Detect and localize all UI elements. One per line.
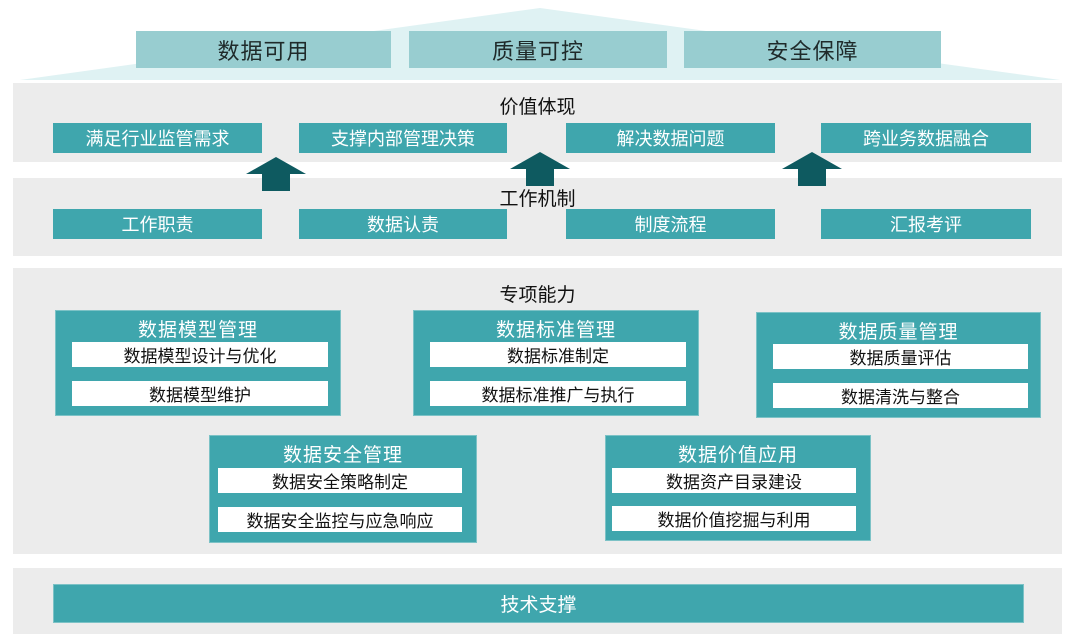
card-title: 数据模型管理: [137, 319, 258, 341]
card-item: 数据清洗与整合: [773, 383, 1028, 408]
card-item: 数据安全策略制定: [218, 468, 462, 493]
capability-card-standard: 数据标准管理 数据标准制定 数据标准推广与执行: [413, 310, 699, 416]
value-item: 满足行业监管需求: [53, 123, 262, 153]
card-item: 数据价值挖掘与利用: [612, 506, 856, 531]
mechanism-item: 制度流程: [566, 209, 775, 239]
pillar-data-available: 数据可用: [136, 31, 391, 68]
pillar-security-assurance: 安全保障: [684, 31, 941, 68]
capability-title: 专项能力: [499, 284, 576, 306]
card-item: 数据模型设计与优化: [72, 342, 328, 367]
value-title: 价值体现: [499, 96, 576, 118]
card-item: 数据标准制定: [430, 342, 686, 367]
card-item: 数据资产目录建设: [612, 468, 856, 493]
capability-card-value: 数据价值应用 数据资产目录建设 数据价值挖掘与利用: [605, 435, 871, 541]
tech-support-bar: 技术支撑: [53, 584, 1024, 623]
card-item: 数据质量评估: [773, 344, 1028, 369]
capability-card-model: 数据模型管理 数据模型设计与优化 数据模型维护: [55, 310, 341, 416]
mechanism-panel: 工作机制 工作职责 数据认责 制度流程 汇报考评: [13, 178, 1062, 256]
card-title: 数据安全管理: [282, 444, 403, 466]
capability-panel: 专项能力 数据模型管理 数据模型设计与优化 数据模型维护 数据标准管理 数据标准…: [13, 268, 1062, 554]
card-title: 数据标准管理: [495, 319, 616, 341]
capability-card-quality: 数据质量管理 数据质量评估 数据清洗与整合: [756, 312, 1041, 418]
arrow-up-icon: [782, 152, 842, 186]
arrow-up-icon: [510, 152, 570, 186]
capability-card-security: 数据安全管理 数据安全策略制定 数据安全监控与应急响应: [209, 435, 477, 543]
mechanism-title: 工作机制: [499, 188, 576, 210]
card-item: 数据模型维护: [72, 381, 328, 406]
card-item: 数据标准推广与执行: [430, 381, 686, 406]
mechanism-item: 数据认责: [299, 209, 507, 239]
value-item: 支撑内部管理决策: [299, 123, 507, 153]
value-panel: 价值体现 满足行业监管需求 支撑内部管理决策 解决数据问题 跨业务数据融合: [13, 83, 1062, 162]
arrow-up-icon: [246, 157, 306, 191]
mechanism-item: 汇报考评: [821, 209, 1031, 239]
card-item: 数据安全监控与应急响应: [218, 507, 462, 532]
value-item: 跨业务数据融合: [821, 123, 1031, 153]
card-title: 数据价值应用: [677, 444, 798, 466]
card-title: 数据质量管理: [838, 321, 959, 343]
mechanism-item: 工作职责: [53, 209, 262, 239]
pillar-quality-controllable: 质量可控: [409, 31, 667, 68]
value-item: 解决数据问题: [566, 123, 775, 153]
